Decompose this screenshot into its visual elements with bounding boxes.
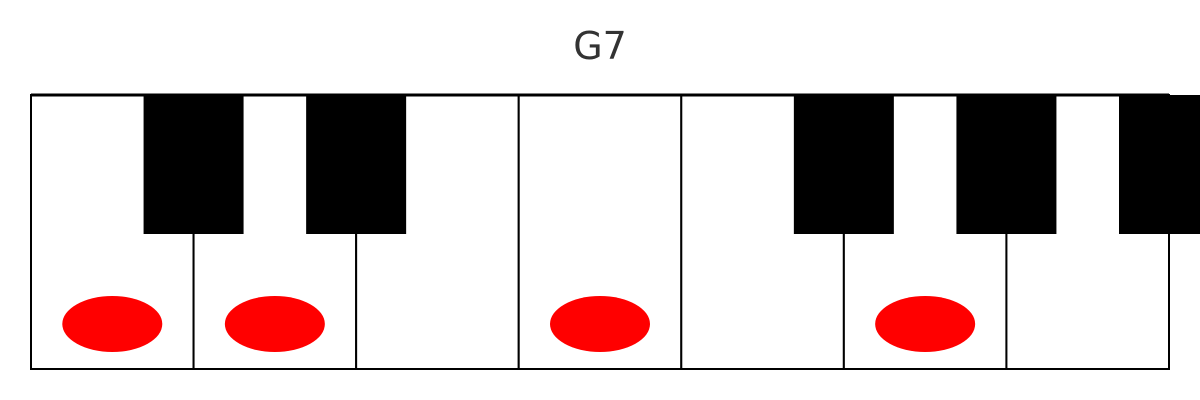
note-marker-b [550,296,650,352]
chord-title: G7 [573,24,627,68]
black-key-f-sharp [143,95,244,234]
note-marker-g [224,296,325,352]
black-key-g-sharp [306,95,407,234]
black-key-d-sharp [956,95,1057,234]
note-marker-d [875,296,976,352]
note-marker-f [62,296,163,352]
black-key-e-sharp [1119,95,1200,234]
black-key-c-sharp [793,95,894,234]
